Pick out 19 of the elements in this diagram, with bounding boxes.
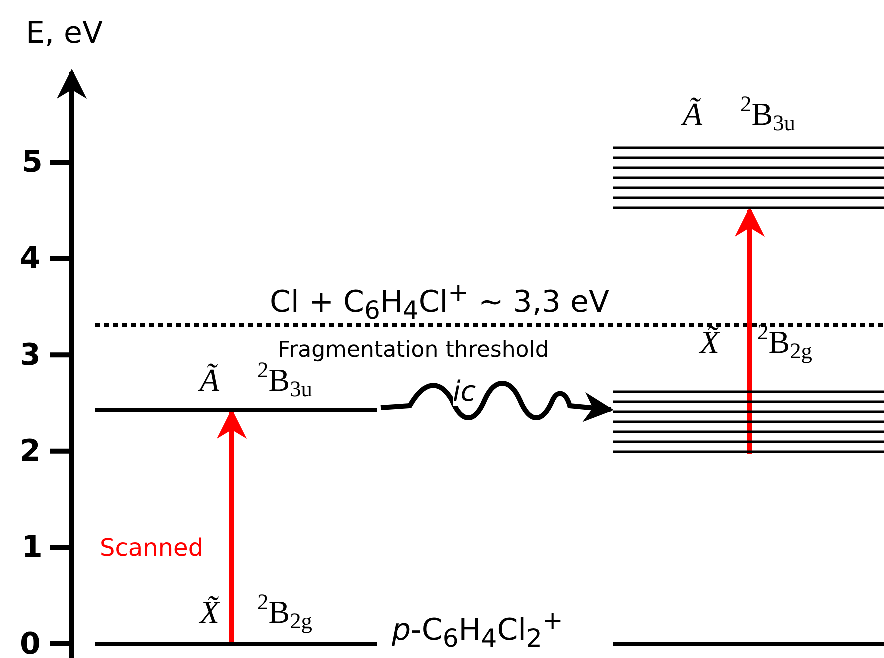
tick-label: 4 bbox=[20, 244, 41, 274]
threshold-label: Cl + C$_{6}$H$_{4}$Cl$^{+}$ ~ 3,3 eV bbox=[270, 278, 610, 325]
vibrational-level-band bbox=[613, 322, 884, 454]
tick-label: 5 bbox=[22, 148, 43, 178]
vibrational-level-band bbox=[613, 94, 884, 210]
threshold-label: Fragmentation threshold bbox=[278, 338, 550, 363]
tick-label: 1 bbox=[22, 533, 43, 563]
tick-label: 0 bbox=[20, 630, 41, 658]
transition-arrow bbox=[735, 207, 765, 454]
state-label: Ã $^{2}$B$_{3u}$ bbox=[200, 360, 312, 400]
edge-label: ic bbox=[453, 378, 476, 406]
state-label: X̃ $^{2}$B$_{2g}$ bbox=[200, 592, 312, 632]
tick-label: 2 bbox=[20, 437, 41, 467]
state-label: Ã $^{2}$B$_{3u}$ bbox=[683, 94, 796, 134]
axis-title: E, eV bbox=[26, 16, 104, 51]
energy-level bbox=[95, 592, 377, 646]
wavy-arrow bbox=[380, 381, 614, 422]
energy-level bbox=[95, 360, 377, 412]
tick-label: 3 bbox=[20, 341, 41, 371]
